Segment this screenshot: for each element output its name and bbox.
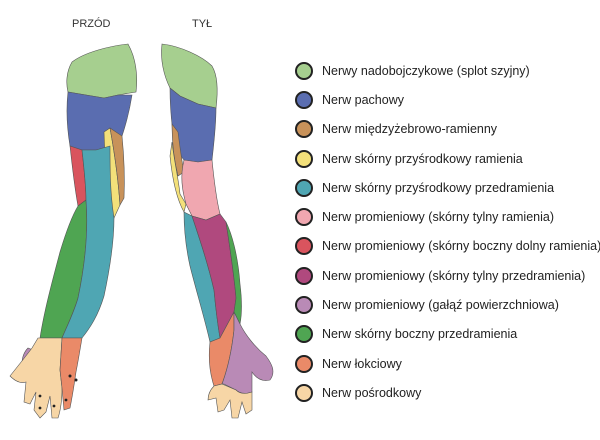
legend-label: Nerw promieniowy (skórny boczny dolny ra… [322, 239, 600, 254]
legend-item: Nerw promieniowy (skórny tylny przedrami… [295, 261, 595, 290]
legend-item: Nerw międzyżebrowo-ramienny [295, 115, 595, 144]
legend-label: Nerw skórny boczny przedramienia [322, 327, 518, 342]
legend-swatch [295, 237, 313, 256]
front-arm [9, 43, 138, 419]
legend-item: Nerw promieniowy (skórny tylny ramienia) [295, 202, 595, 231]
front-palm-mark [68, 374, 72, 378]
front-palm-mark [74, 378, 78, 382]
legend-swatch [295, 354, 313, 373]
front-ulnar-hand-region [59, 337, 83, 411]
legend-label: Nerw pośrodkowy [322, 385, 422, 400]
front-palm-mark [38, 394, 42, 398]
legend-item: Nerw pośrodkowy [295, 378, 595, 407]
legend-label: Nerw łokciowy [322, 356, 402, 371]
legend-label: Nerw skórny przyśrodkowy przedramienia [322, 180, 555, 195]
legend: Nerwy nadobojczykowe (splot szyjny) Nerw… [295, 56, 600, 408]
legend-swatch [295, 61, 313, 80]
legend-swatch [295, 383, 313, 402]
back-medial-arm-region [169, 141, 187, 213]
front-palm-mark [52, 404, 56, 408]
legend-label: Nerw promieniowy (gałąź powierzchniowa) [322, 298, 559, 313]
front-supraclavicular-region [66, 43, 138, 99]
legend-item: Nerwy nadobojczykowe (splot szyjny) [295, 56, 595, 85]
front-palm-mark [38, 406, 42, 410]
legend-swatch [295, 325, 313, 344]
legend-label: Nerw skórny przyśrodkowy ramienia [322, 151, 523, 166]
legend-item: Nerw skórny boczny przedramienia [295, 320, 595, 349]
front-palm-mark [64, 398, 68, 402]
front-intercostobrachial-region [109, 127, 125, 207]
front-median-hand-region [9, 337, 63, 419]
legend-item: Nerw łokciowy [295, 349, 595, 378]
legend-label: Nerw promieniowy (skórny tylny ramienia) [322, 210, 555, 225]
back-median-fingertips-region [207, 383, 253, 419]
back-view-label: TYŁ [192, 18, 212, 30]
back-radial-superficial-region [221, 311, 274, 394]
legend-label: Nerw międzyżebrowo-ramienny [322, 122, 498, 137]
legend-swatch [295, 149, 313, 168]
legend-item: Nerw promieniowy (skórny boczny dolny ra… [295, 232, 600, 261]
back-lateral-forearm-region [225, 221, 242, 325]
front-view-label: PRZÓD [72, 17, 111, 30]
legend-label: Nerw pachowy [322, 92, 404, 107]
legend-item: Nerw pachowy [295, 85, 595, 114]
back-arm [161, 43, 274, 419]
legend-swatch [295, 178, 313, 197]
legend-item: Nerw skórny przyśrodkowy przedramienia [295, 173, 595, 202]
legend-label: Nerwy nadobojczykowe (splot szyjny) [322, 63, 530, 78]
back-supraclavicular-region [161, 43, 218, 109]
legend-item: Nerw skórny przyśrodkowy ramienia [295, 144, 595, 173]
legend-item: Nerw promieniowy (gałąź powierzchniowa) [295, 290, 595, 319]
back-radial-posterior-arm-region [181, 159, 221, 221]
legend-label: Nerw promieniowy (skórny tylny przedrami… [322, 268, 586, 283]
legend-swatch [295, 296, 313, 315]
legend-swatch [295, 266, 313, 285]
legend-swatch [295, 90, 313, 109]
legend-swatch [295, 120, 313, 139]
legend-swatch [295, 208, 313, 227]
